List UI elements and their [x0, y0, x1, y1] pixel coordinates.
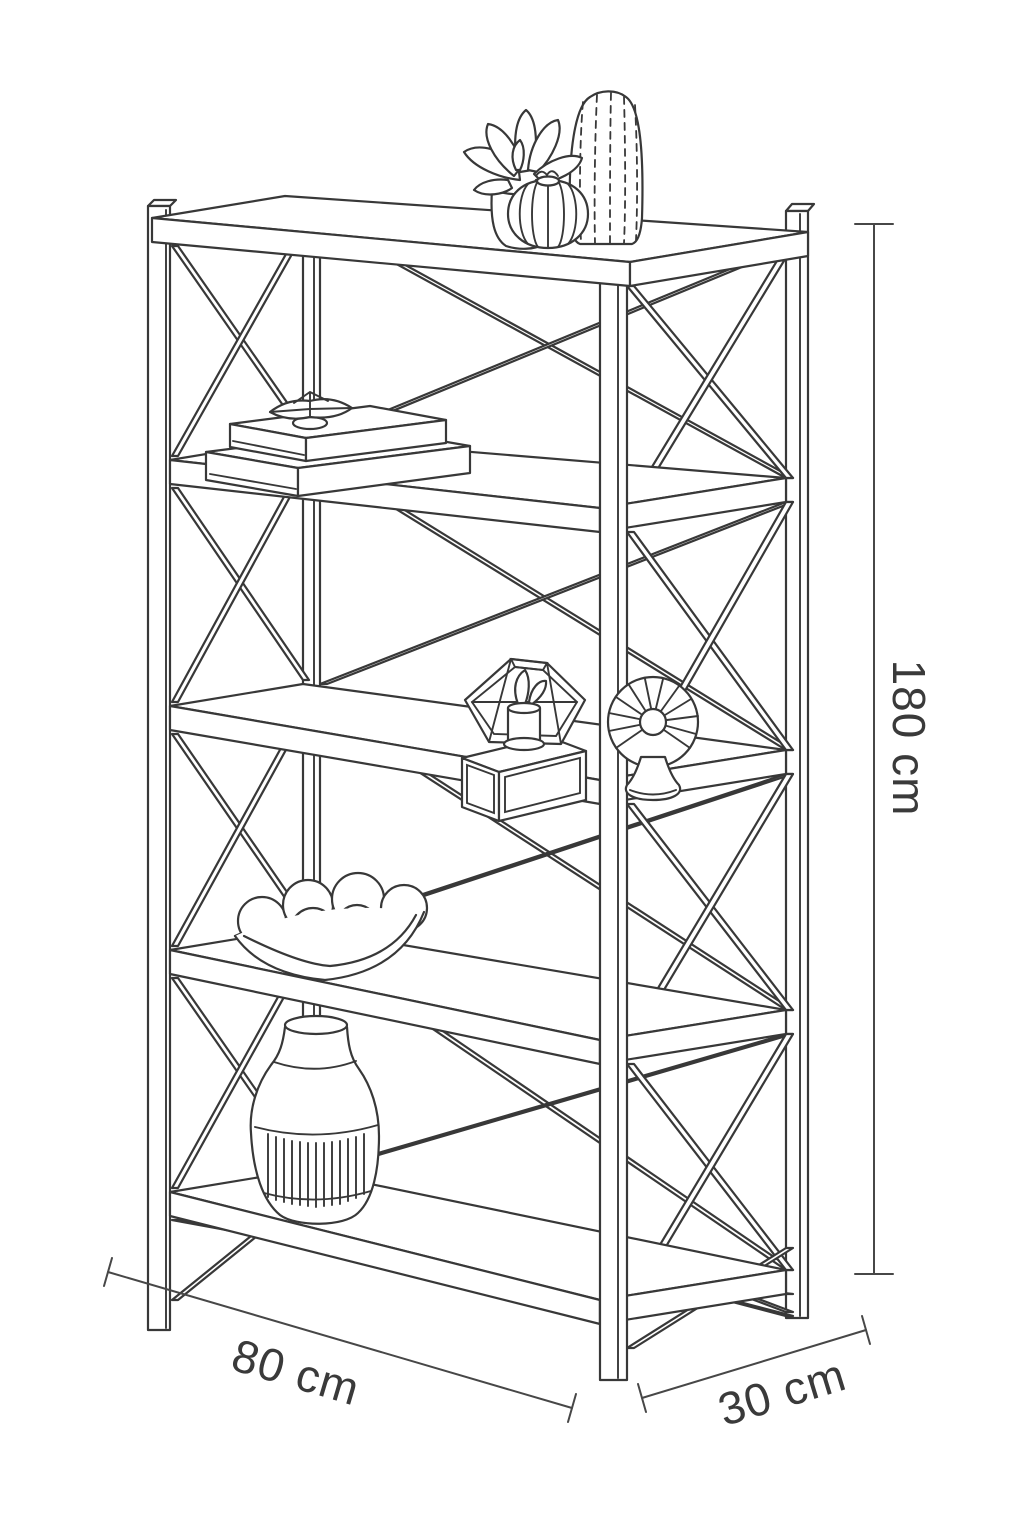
post-back-right: [784, 202, 816, 1320]
fruit-bowl: [233, 871, 429, 982]
depth-dimension-label: 30 cm: [712, 1348, 852, 1436]
height-dimension: 180 cm: [854, 223, 935, 1275]
trinket-dish: [268, 390, 354, 431]
post-front-right: [598, 248, 629, 1382]
height-dimension-label: 180 cm: [883, 660, 935, 817]
floor-vase: [249, 1014, 381, 1225]
book-stack: [204, 404, 472, 498]
shelf-board-1: [150, 194, 810, 288]
flower-ornament: [606, 675, 700, 802]
post-front-left: [146, 198, 178, 1332]
ribbed-round-pot: [506, 170, 590, 250]
candle-lantern: [460, 657, 588, 823]
depth-dimension: 30 cm: [637, 1315, 871, 1436]
